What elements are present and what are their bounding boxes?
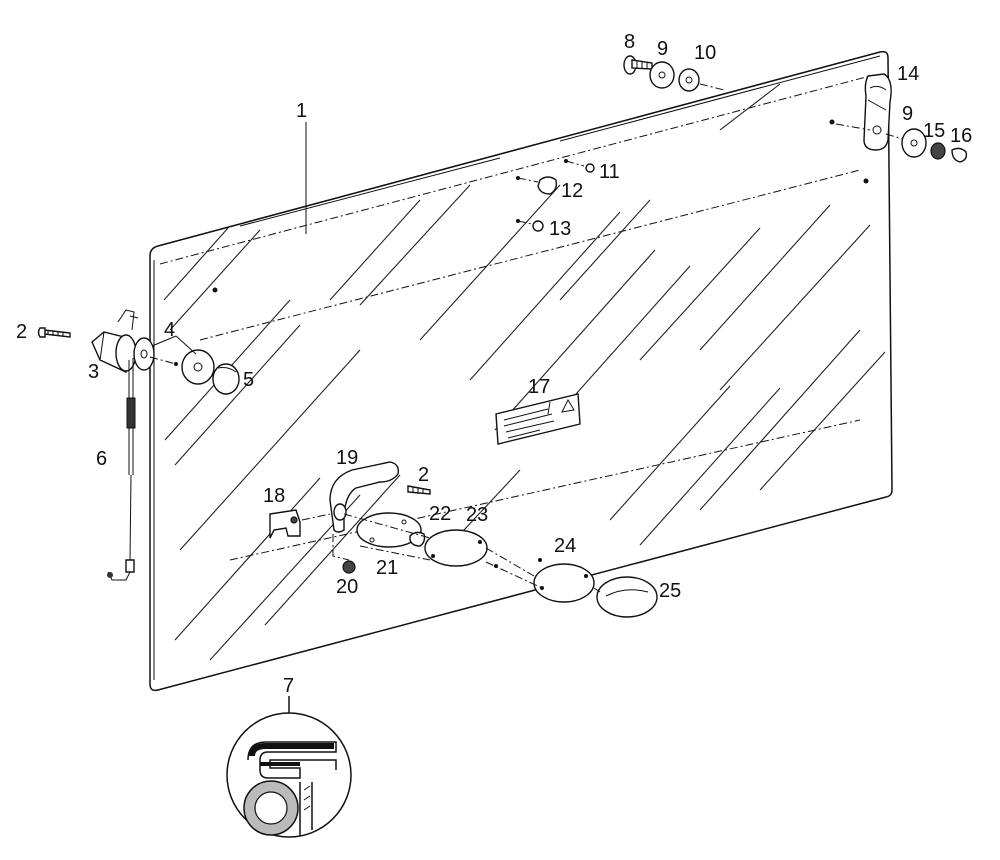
top-mount-assembly [623,55,725,92]
callout-3: 3 [88,361,99,383]
callout-9-top: 9 [657,38,668,60]
callout-23: 23 [466,504,488,526]
glass-reflection-lines [163,83,886,661]
right-bracket-assembly [835,73,968,163]
callout-24: 24 [554,535,576,557]
callout-20: 20 [336,576,358,598]
callout-7: 7 [283,675,294,697]
callout-17: 17 [528,376,550,398]
callout-5: 5 [243,369,254,391]
callout-8: 8 [624,31,635,53]
callout-10: 10 [694,42,716,64]
callout-labels: 1 2 3 4 5 6 7 8 9 10 11 12 13 14 9 15 16… [16,31,972,697]
small-parts [516,159,595,232]
callout-11: 11 [599,161,620,183]
callout-14: 14 [897,63,919,85]
callout-1: 1 [296,100,307,122]
callout-15: 15 [923,120,945,142]
callout-12: 12 [561,180,583,202]
warning-decal [495,393,581,445]
glass-panel [149,50,893,692]
callout-25: 25 [659,580,681,602]
leader-lines [151,122,551,415]
callout-6: 6 [96,448,107,470]
callout-4: 4 [164,319,175,341]
handle-assembly [269,461,658,618]
callout-21: 21 [376,557,398,579]
callout-22: 22 [429,503,451,525]
callout-9-right: 9 [902,103,913,125]
callout-2-hinge-screw: 2 [16,321,27,343]
left-hinge-assembly [37,309,240,581]
seal-detail-circle [226,696,352,838]
callout-19: 19 [336,447,358,469]
callout-16: 16 [950,125,972,147]
callout-18: 18 [263,485,285,507]
callout-2-handle-screw: 2 [418,464,429,486]
glass-holes [212,119,869,293]
glass-edge-reference-lines [159,75,871,561]
callout-13: 13 [549,218,571,240]
